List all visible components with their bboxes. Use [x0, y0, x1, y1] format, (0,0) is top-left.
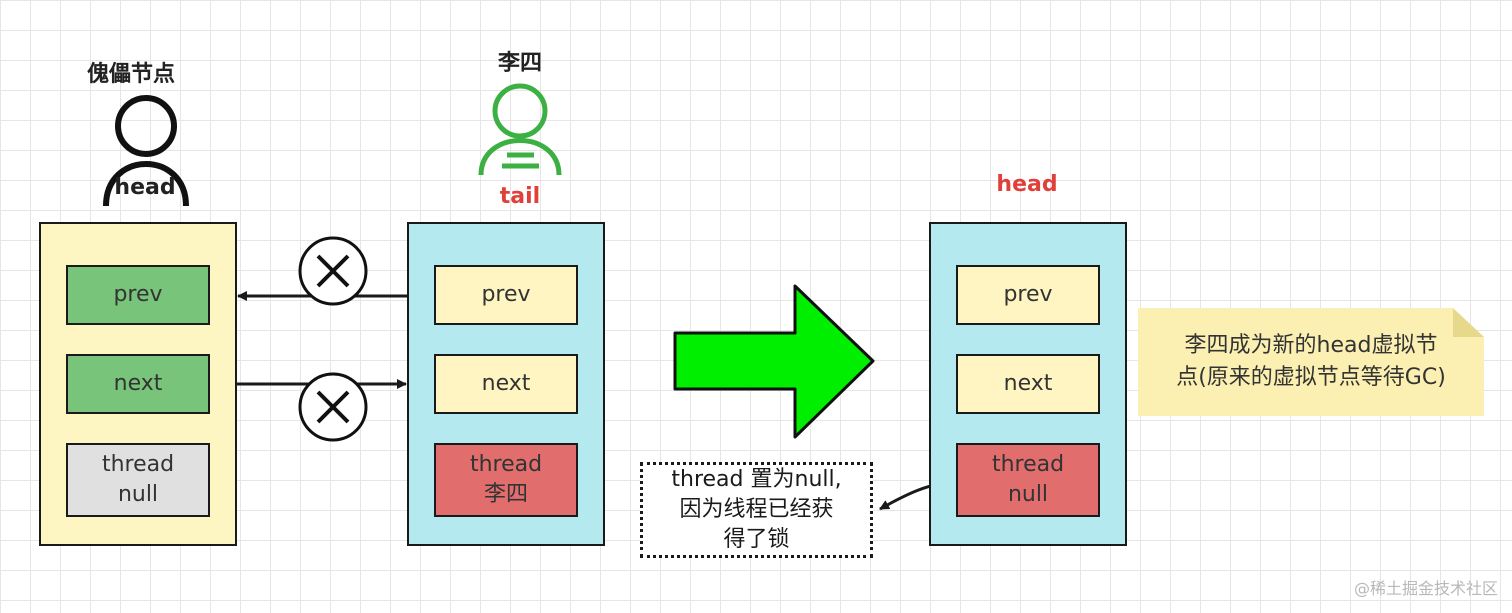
thread-null-callout: thread 置为null, 因为线程已经获 得了锁	[640, 462, 873, 558]
dummy-node-person-icon	[103, 95, 189, 207]
thread-label: thread	[469, 452, 543, 477]
dummy-node-next-field: next	[66, 354, 210, 414]
tail-label: tail	[499, 184, 541, 209]
sticky-note-line: 李四成为新的head虚拟节	[1184, 333, 1438, 358]
new-head-next-field: next	[956, 354, 1100, 414]
thread-value: 李四	[483, 482, 528, 507]
lisi-person-icon	[478, 83, 562, 176]
sticky-note-line: 点(原来的虚拟节点等待GC)	[1176, 365, 1446, 390]
new-head-thread-field: thread null	[956, 443, 1100, 517]
lisi-node-thread-field: thread 李四	[434, 443, 578, 517]
thread-label: thread	[101, 452, 175, 477]
thread-label: thread	[991, 452, 1065, 477]
dummy-node-prev-field: prev	[66, 265, 210, 325]
dummy-node-thread-field: thread null	[66, 443, 210, 517]
transition-arrow-icon	[673, 284, 875, 439]
dummy-node-title: 傀儡节点	[86, 62, 175, 87]
new-head-label: head	[996, 172, 1058, 197]
thread-value: null	[117, 482, 159, 507]
lisi-node-prev-field: prev	[434, 265, 578, 325]
cut-prev-icon	[298, 236, 368, 306]
dummy-node-head-label: head	[114, 175, 176, 200]
lisi-node-next-field: next	[434, 354, 578, 414]
lisi-node-title: 李四	[497, 51, 542, 76]
callout-line: 因为线程已经获	[679, 497, 834, 522]
callout-line: 得了锁	[723, 527, 790, 552]
watermark: @稀土掘金技术社区	[1353, 579, 1498, 598]
new-head-prev-field: prev	[956, 265, 1100, 325]
callout-line: thread 置为null,	[671, 467, 842, 492]
thread-value: null	[1007, 482, 1049, 507]
sticky-note: 李四成为新的head虚拟节 点(原来的虚拟节点等待GC)	[1138, 308, 1484, 416]
cut-next-icon	[298, 372, 368, 442]
